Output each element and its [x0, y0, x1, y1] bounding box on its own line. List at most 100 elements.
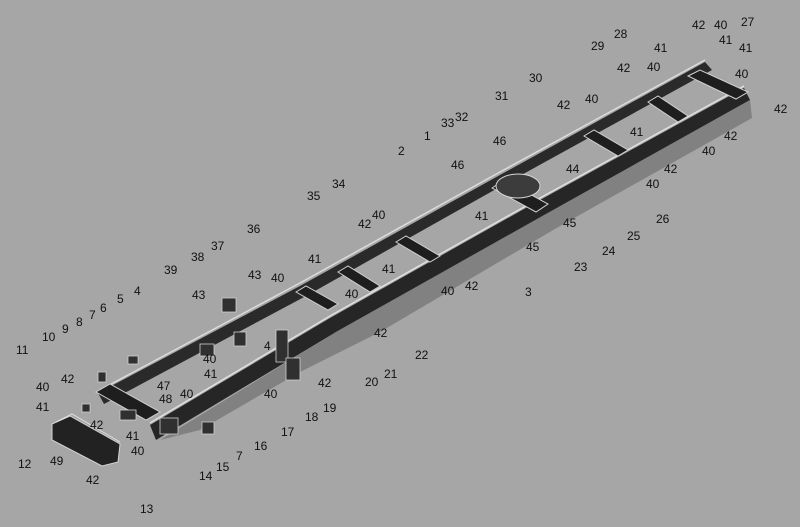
label-40: 40 — [372, 208, 386, 222]
label-41: 41 — [654, 41, 668, 55]
label-26: 26 — [656, 212, 670, 226]
label-16: 16 — [254, 439, 268, 453]
label-40: 40 — [271, 271, 285, 285]
bracket-k — [81, 403, 91, 413]
label-42: 42 — [692, 18, 706, 32]
label-39: 39 — [164, 263, 178, 277]
label-42: 42 — [90, 418, 104, 432]
label-34: 34 — [332, 177, 346, 191]
label-2: 2 — [398, 144, 405, 158]
label-40: 40 — [203, 352, 217, 366]
label-41: 41 — [36, 400, 50, 414]
upper-side-rail — [98, 62, 712, 404]
label-40: 40 — [585, 92, 599, 106]
label-48: 48 — [159, 392, 173, 406]
label-25: 25 — [627, 229, 641, 243]
bracket-h — [159, 417, 179, 435]
spring-hanger-a — [221, 297, 237, 313]
label-46: 46 — [493, 134, 507, 148]
label-7: 7 — [89, 308, 96, 322]
label-32: 32 — [455, 110, 469, 124]
label-40: 40 — [180, 387, 194, 401]
bracket-j — [97, 371, 107, 383]
label-22: 22 — [415, 348, 429, 362]
label-42: 42 — [318, 376, 332, 390]
label-41: 41 — [308, 252, 322, 266]
transmission-mount — [495, 173, 541, 199]
label-42: 42 — [465, 279, 479, 293]
cross-member-2 — [295, 285, 339, 311]
lower-side-rail — [150, 88, 750, 440]
label-41: 41 — [630, 125, 644, 139]
label-15: 15 — [216, 460, 230, 474]
label-12: 12 — [18, 457, 32, 471]
label-3: 3 — [525, 285, 532, 299]
label-8: 8 — [76, 315, 83, 329]
label-29: 29 — [591, 39, 605, 53]
label-40: 40 — [441, 284, 455, 298]
cross-member-3 — [337, 265, 381, 293]
label-42: 42 — [61, 372, 75, 386]
label-38: 38 — [191, 250, 205, 264]
label-40: 40 — [735, 67, 749, 81]
label-43: 43 — [192, 288, 206, 302]
label-20: 20 — [365, 375, 379, 389]
bracket-f — [127, 355, 139, 365]
label-4: 4 — [264, 339, 271, 353]
label-41: 41 — [382, 262, 396, 276]
label-42: 42 — [358, 217, 372, 231]
label-28: 28 — [614, 27, 628, 41]
bracket-g — [119, 409, 137, 421]
label-40: 40 — [647, 60, 661, 74]
cross-member-6 — [583, 129, 629, 157]
label-42: 42 — [86, 473, 100, 487]
label-40: 40 — [345, 287, 359, 301]
lower-rail-web — [160, 100, 752, 440]
label-40: 40 — [702, 144, 716, 158]
label-9: 9 — [62, 322, 69, 336]
label-11: 11 — [16, 343, 29, 357]
label-14: 14 — [199, 469, 213, 483]
spring-hanger-c — [275, 329, 289, 363]
label-44: 44 — [566, 162, 580, 176]
cross-member-rear-end — [686, 69, 750, 100]
label-19: 19 — [323, 401, 337, 415]
label-1: 1 — [424, 129, 431, 143]
label-42: 42 — [374, 326, 388, 340]
cross-members — [94, 69, 750, 421]
label-33: 33 — [441, 116, 455, 130]
label-17: 17 — [281, 425, 295, 439]
label-49: 49 — [50, 454, 64, 468]
label-42: 42 — [774, 102, 788, 116]
front-bumper — [51, 415, 121, 467]
label-41: 41 — [204, 367, 218, 381]
label-7: 7 — [236, 449, 243, 463]
label-45: 45 — [563, 216, 577, 230]
label-42: 42 — [617, 61, 631, 75]
label-35: 35 — [307, 189, 321, 203]
label-4: 4 — [134, 284, 141, 298]
label-47: 47 — [157, 379, 171, 393]
label-42: 42 — [557, 98, 571, 112]
label-30: 30 — [529, 71, 543, 85]
label-40: 40 — [714, 18, 728, 32]
label-31: 31 — [495, 89, 509, 103]
label-40: 40 — [264, 387, 278, 401]
label-46: 46 — [451, 158, 465, 172]
front-brackets — [81, 297, 301, 435]
label-42: 42 — [664, 162, 678, 176]
cross-member-4 — [395, 235, 441, 263]
label-23: 23 — [574, 260, 588, 274]
label-24: 24 — [602, 244, 616, 258]
label-41: 41 — [739, 41, 753, 55]
label-41: 41 — [719, 33, 733, 47]
cross-member-7 — [647, 95, 689, 123]
label-36: 36 — [247, 222, 261, 236]
label-40: 40 — [646, 177, 660, 191]
label-41: 41 — [126, 429, 140, 443]
label-10: 10 — [42, 330, 56, 344]
label-18: 18 — [305, 410, 319, 424]
label-43: 43 — [248, 268, 262, 282]
label-5: 5 — [117, 292, 124, 306]
